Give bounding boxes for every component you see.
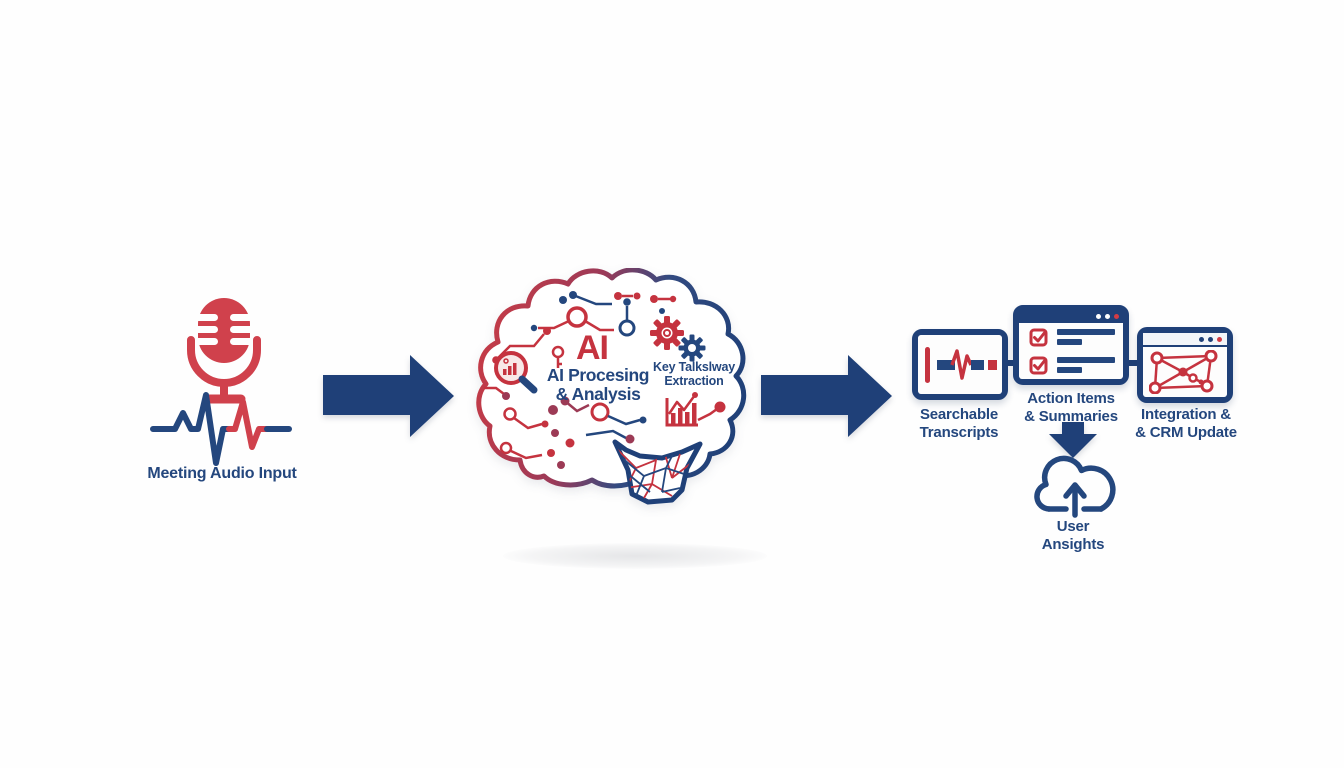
window-dot-icon — [1217, 336, 1222, 342]
checklist-item — [1029, 327, 1115, 347]
right-arrow-icon — [323, 355, 454, 437]
circuit-nodes-icon — [484, 291, 677, 469]
gear-icon — [650, 316, 684, 350]
text-line — [1057, 329, 1115, 335]
processing-title: AI Procesing & Analysis — [546, 365, 650, 404]
transcripts-label: Searchable Transcripts — [919, 406, 999, 441]
window-dot-icon — [1208, 336, 1213, 342]
input-stage-label: Meeting Audio Input — [147, 465, 297, 482]
right-arrow-icon — [761, 355, 892, 437]
user-insights-label: User Ansights — [1041, 518, 1105, 553]
window-dot-icon — [1096, 314, 1101, 319]
network-graph-icon — [1149, 350, 1218, 394]
window-titlebar — [1018, 310, 1124, 323]
text-line — [1057, 367, 1082, 373]
integration-window — [1137, 327, 1233, 403]
panel-connector — [1003, 360, 1017, 366]
key-takeaway-label: Key Talkslway Extraction — [653, 360, 735, 388]
bar-chart-icon — [665, 392, 726, 427]
checkbox-icon — [1029, 328, 1048, 347]
text-line — [1057, 339, 1082, 345]
gear-icon — [678, 334, 706, 362]
processing-stage: AI AI Procesing & Analysis Key Talkslway… — [476, 267, 752, 516]
brain-shadow — [503, 543, 767, 569]
down-arrow-icon — [1049, 422, 1097, 458]
window-dot-icon — [1105, 314, 1110, 319]
checkbox-icon — [1029, 356, 1048, 375]
audio-transcript-icon — [925, 346, 997, 383]
window-titlebar — [1143, 333, 1227, 347]
window-dot-icon — [1114, 314, 1119, 319]
brain-circuit-icon — [476, 267, 747, 505]
microphone-waveform-icon — [150, 298, 292, 466]
action-items-window — [1013, 305, 1129, 385]
panel-connector — [1126, 360, 1142, 366]
magnifier-icon — [494, 351, 538, 394]
checklist-item — [1029, 355, 1115, 375]
integration-label: Integration & & CRM Update — [1135, 406, 1237, 441]
mesh-cerebellum-icon — [615, 443, 691, 499]
window-dot-icon — [1199, 336, 1204, 342]
cloud-upload-icon — [1034, 455, 1116, 518]
ai-label: AI — [576, 329, 609, 367]
transcripts-window — [912, 329, 1008, 400]
action-items-label: Action Items & Summaries — [1024, 390, 1118, 425]
text-line — [1057, 357, 1115, 363]
